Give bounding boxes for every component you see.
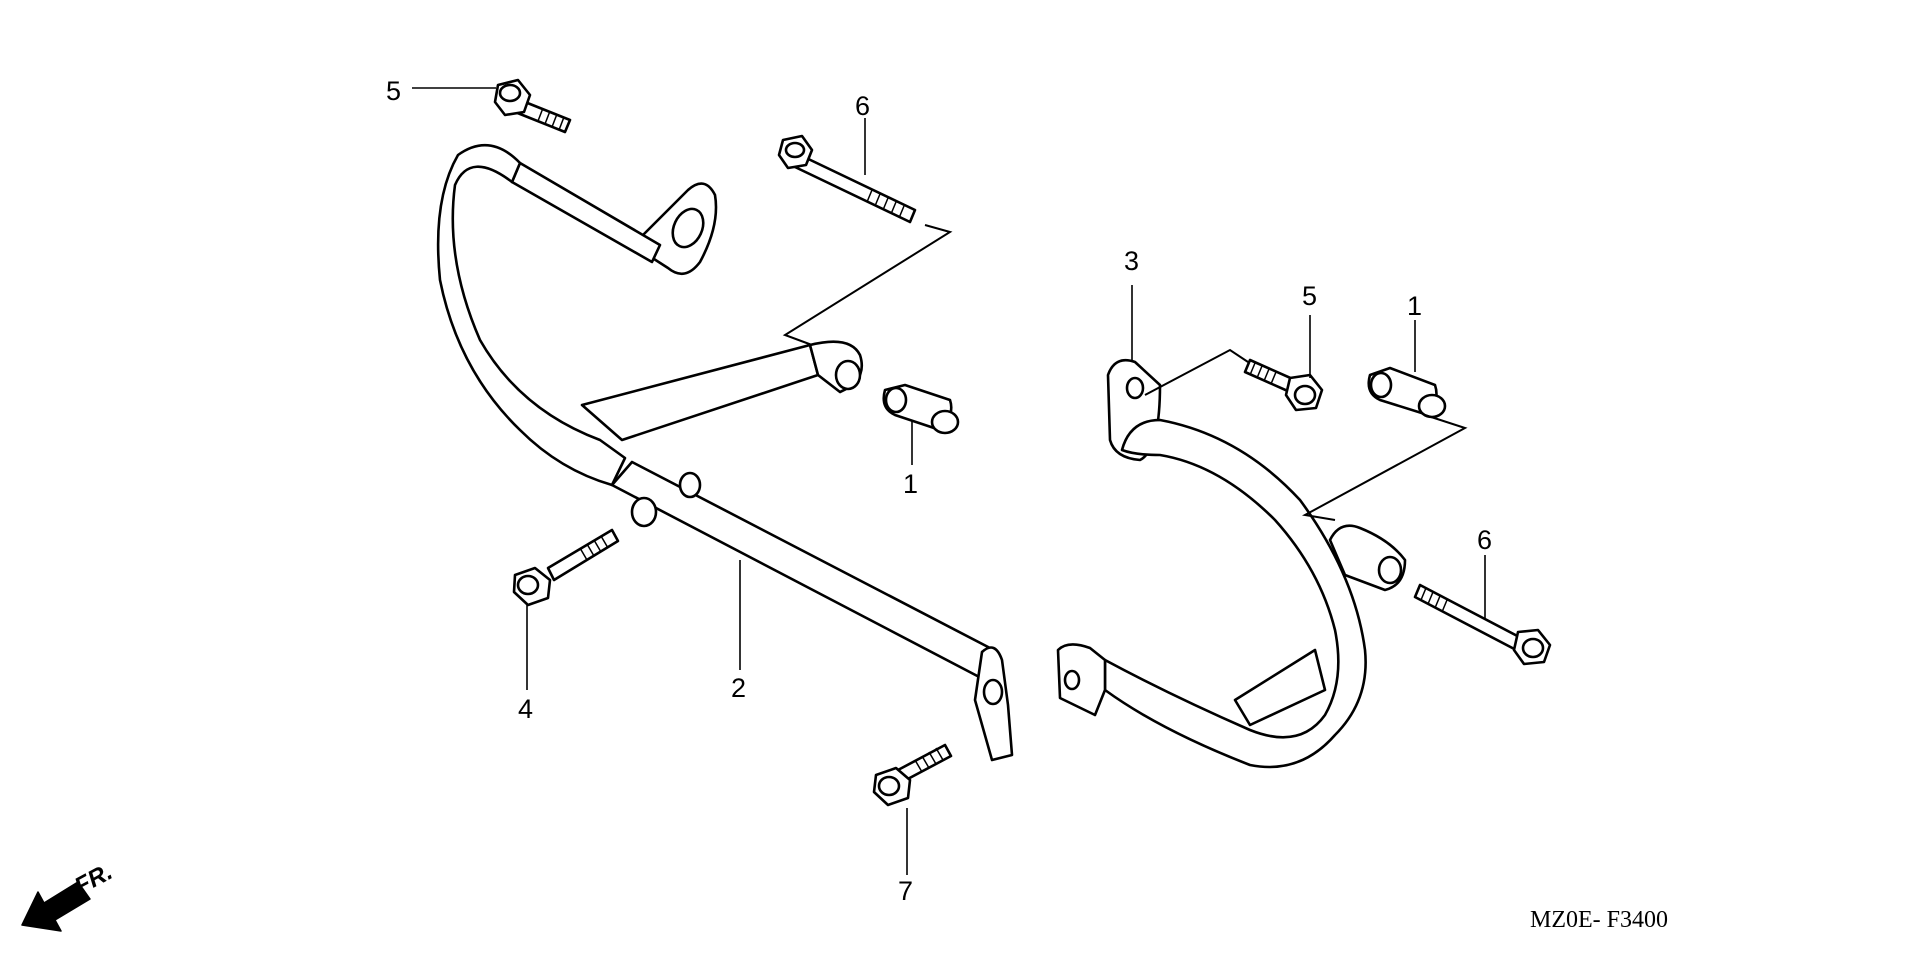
bolt-6-long-top [777,134,917,224]
bolt-7 [872,743,953,807]
bolt-5-top-left [493,78,572,134]
callout-7: 7 [898,876,913,906]
bolt-6-long-right [1413,583,1552,666]
bolt-4 [512,528,620,607]
assembly-lines [782,224,1468,521]
callout-6-right: 6 [1477,525,1492,555]
diagram-code: MZ0E- F3400 [1530,907,1668,933]
collar-right [1367,366,1447,419]
callout-1-right: 1 [1407,291,1422,321]
callout-6-top: 6 [855,91,870,121]
left-guard-bar [436,143,1014,762]
leader-lines [412,87,1486,875]
callout-5-top: 5 [386,76,401,106]
collar-left [882,383,960,435]
callout-2: 2 [731,673,746,703]
arrow-down-left-icon [21,881,91,932]
bolt-5-middle [1243,358,1324,412]
callout-5-middle: 5 [1302,281,1317,311]
callout-1-left: 1 [903,469,918,499]
callout-4: 4 [518,694,533,724]
right-guard-bar [1056,358,1407,769]
callout-3: 3 [1124,246,1139,276]
